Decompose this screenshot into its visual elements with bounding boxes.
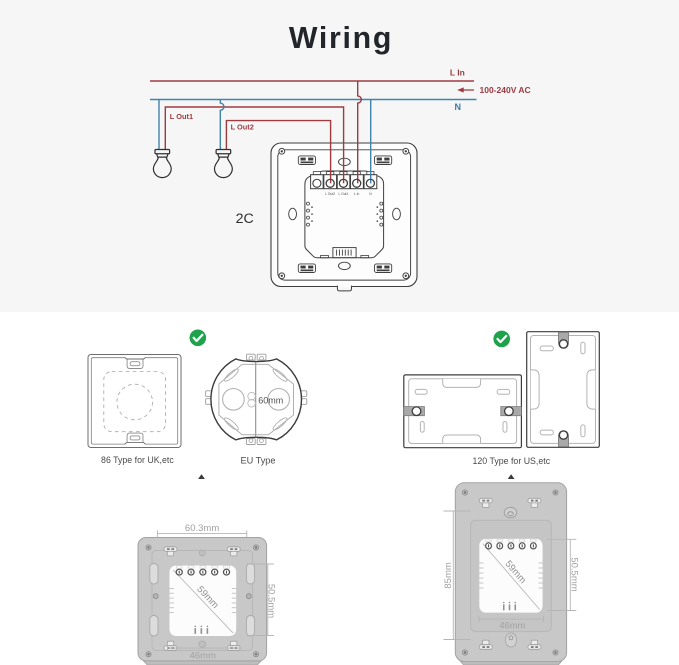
svg-text:85mm: 85mm bbox=[443, 562, 454, 588]
svg-text:N: N bbox=[454, 102, 461, 112]
svg-text:2C: 2C bbox=[236, 211, 254, 227]
svg-text:86 Type for UK,etc: 86 Type for UK,etc bbox=[101, 455, 174, 465]
svg-text:L Out2: L Out2 bbox=[325, 192, 335, 196]
svg-text:60mm: 60mm bbox=[258, 396, 283, 406]
svg-text:46mm: 46mm bbox=[190, 651, 216, 662]
svg-text:60.3mm: 60.3mm bbox=[185, 523, 219, 534]
svg-text:50.5mm: 50.5mm bbox=[568, 557, 579, 591]
svg-text:L In: L In bbox=[354, 192, 360, 196]
svg-text:L Out2: L Out2 bbox=[231, 123, 254, 132]
svg-text:L In: L In bbox=[450, 68, 465, 78]
svg-text:120 Type for US,etc: 120 Type for US,etc bbox=[473, 456, 551, 466]
svg-text:EU Type: EU Type bbox=[240, 455, 275, 465]
svg-text:100-240V AC: 100-240V AC bbox=[480, 85, 531, 95]
svg-text:Wiring: Wiring bbox=[289, 22, 393, 55]
svg-text:50.5mm: 50.5mm bbox=[266, 584, 277, 618]
svg-text:46mm: 46mm bbox=[499, 621, 525, 631]
svg-text:L Out1: L Out1 bbox=[339, 192, 349, 196]
svg-text:N: N bbox=[369, 192, 372, 196]
svg-text:L Out1: L Out1 bbox=[170, 112, 193, 121]
